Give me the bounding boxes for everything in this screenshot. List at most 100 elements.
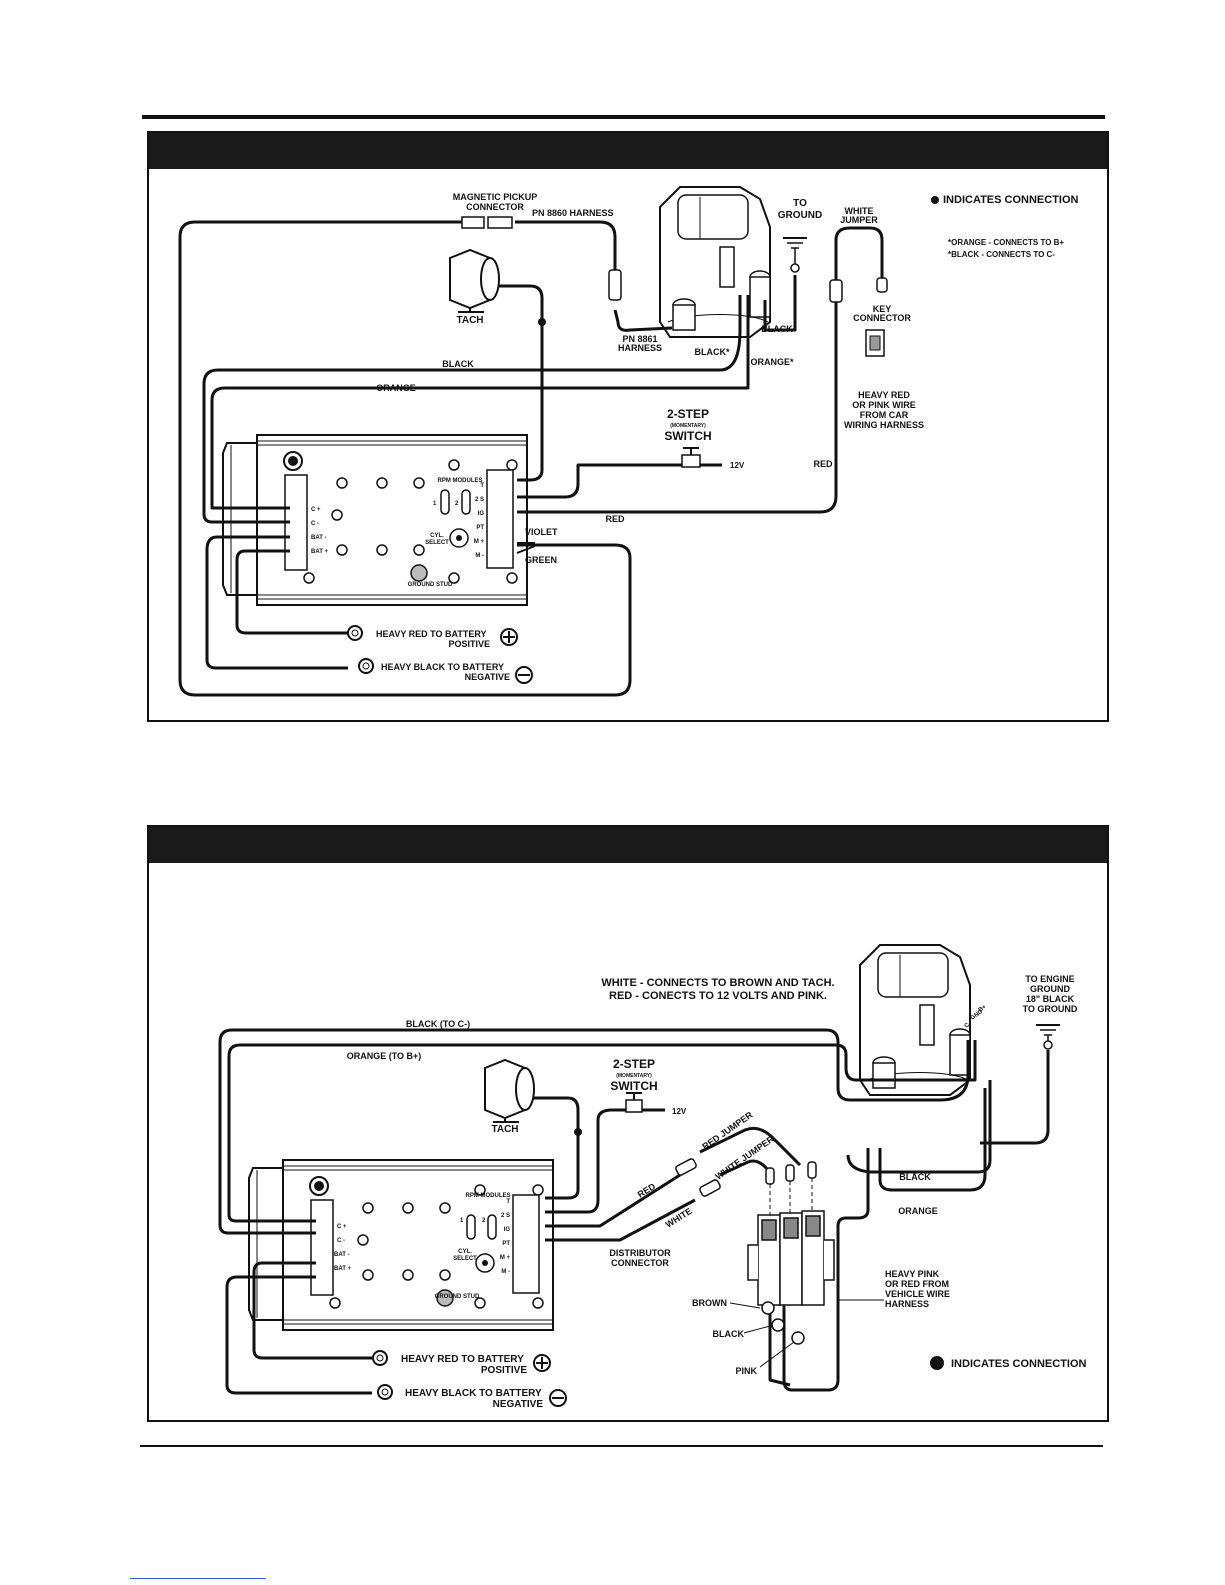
footer-link-underline[interactable] bbox=[130, 1578, 266, 1579]
svg-text:IG: IG bbox=[504, 1227, 511, 1233]
svg-text:OR PINK WIRE: OR PINK WIRE bbox=[852, 400, 916, 410]
svg-text:HARNESS: HARNESS bbox=[618, 343, 662, 353]
svg-text:GROUND: GROUND bbox=[1030, 984, 1070, 994]
tach-label-2: TACH bbox=[491, 1124, 518, 1135]
pn8861-label: PN 8861 bbox=[622, 334, 657, 344]
svg-text:2: 2 bbox=[482, 1218, 486, 1224]
brown-label: BROWN bbox=[692, 1298, 727, 1308]
heavy-red-pink-label: HEAVY RED bbox=[858, 390, 910, 400]
svg-text:1: 1 bbox=[460, 1218, 464, 1224]
figure-1-diagram: MAGNETIC PICKUP CONNECTOR PN 8860 HARNES… bbox=[178, 186, 1079, 697]
to-engine-ground-label: TO ENGINE bbox=[1025, 974, 1074, 984]
white-jumper-label: WHITE bbox=[845, 206, 874, 216]
two-step-label-2: 2-STEP bbox=[613, 1057, 655, 1071]
distributor-connector-label: DISTRIBUTOR bbox=[609, 1248, 671, 1258]
svg-text:2 S: 2 S bbox=[501, 1213, 510, 1219]
black-star-label: BLACK* bbox=[695, 347, 730, 357]
to-ground-label: TO bbox=[793, 198, 807, 209]
violet-label: VIOLET bbox=[525, 527, 558, 537]
svg-text:POSITIVE: POSITIVE bbox=[481, 1365, 527, 1376]
svg-text:GROUND: GROUND bbox=[778, 210, 822, 221]
distributor-1 bbox=[659, 186, 771, 338]
tach-1 bbox=[449, 248, 500, 313]
12v-label-2: 12V bbox=[672, 1107, 687, 1116]
svg-text:CONNECTOR: CONNECTOR bbox=[611, 1258, 669, 1268]
svg-text:JUMPER: JUMPER bbox=[840, 215, 878, 225]
note-white: WHITE - CONNECTS TO BROWN AND TACH. bbox=[601, 977, 834, 989]
svg-text:POSITIVE: POSITIVE bbox=[448, 639, 490, 649]
svg-text:SELECT: SELECT bbox=[425, 540, 449, 546]
heavy-pink-label: HEAVY PINK bbox=[885, 1269, 940, 1279]
svg-text:GROUND STUD: GROUND STUD bbox=[435, 1294, 480, 1300]
svg-text:BAT -: BAT - bbox=[311, 535, 327, 541]
bottom-rule bbox=[140, 1445, 1103, 1447]
figure-1-panel bbox=[147, 131, 1109, 722]
black-plug-label: BLACK bbox=[713, 1329, 745, 1339]
note-red: RED - CONECTS TO 12 VOLTS AND PINK. bbox=[609, 990, 827, 1002]
svg-text:RPM MODULES: RPM MODULES bbox=[466, 1193, 511, 1199]
heavy-black-battery-label-2: HEAVY BLACK TO BATTERY bbox=[405, 1388, 542, 1399]
black-coil-label: BLACK bbox=[761, 324, 793, 334]
svg-text:2 S: 2 S bbox=[475, 497, 484, 503]
svg-text:M +: M + bbox=[500, 1255, 511, 1261]
svg-text:BAT +: BAT + bbox=[311, 549, 329, 555]
svg-text:NEGATIVE: NEGATIVE bbox=[465, 672, 510, 682]
heavy-red-battery-label: HEAVY RED TO BATTERY bbox=[376, 629, 487, 639]
switch-label-2: SWITCH bbox=[610, 1079, 657, 1093]
red-label-2: RED bbox=[605, 514, 625, 524]
svg-text:M +: M + bbox=[474, 539, 485, 545]
svg-text:C-: C- bbox=[964, 1021, 973, 1030]
indicates-connection-label-2: INDICATES CONNECTION bbox=[951, 1358, 1087, 1370]
magnetic-pickup-label: MAGNETIC PICKUP bbox=[453, 192, 538, 202]
svg-text:SELECT: SELECT bbox=[453, 1256, 477, 1262]
svg-text:2: 2 bbox=[455, 501, 459, 507]
svg-text:GROUND STUD: GROUND STUD bbox=[408, 582, 453, 588]
svg-text:CONNECTOR: CONNECTOR bbox=[853, 313, 911, 323]
distributor-2 bbox=[859, 944, 971, 1096]
svg-text:RPM MODULES: RPM MODULES bbox=[438, 478, 483, 484]
pn8860-label: PN 8860 HARNESS bbox=[532, 208, 614, 218]
figure-2-diagram: WHITE - CONNECTS TO BROWN AND TACH. RED … bbox=[218, 944, 1087, 1410]
svg-text:BAT +: BAT + bbox=[334, 1266, 352, 1272]
red-label-1: RED bbox=[813, 459, 833, 469]
svg-text:VEHICLE WIRE: VEHICLE WIRE bbox=[885, 1289, 950, 1299]
svg-text:(MOMENTARY): (MOMENTARY) bbox=[616, 1073, 652, 1079]
pink-label: PINK bbox=[735, 1366, 757, 1376]
note-black: *BLACK - CONNECTS TO C- bbox=[948, 250, 1055, 259]
svg-text:HARNESS: HARNESS bbox=[885, 1299, 929, 1309]
svg-text:PT: PT bbox=[476, 525, 484, 531]
svg-text:(MOMENTARY): (MOMENTARY) bbox=[670, 423, 706, 429]
note-orange: *ORANGE - CONNECTS TO B+ bbox=[948, 238, 1064, 247]
orange-to-b-label: ORANGE (TO B+) bbox=[347, 1051, 422, 1061]
svg-text:T: T bbox=[506, 1199, 510, 1205]
svg-text:CONNECTOR: CONNECTOR bbox=[466, 202, 524, 212]
green-label: GREEN bbox=[525, 555, 557, 565]
black-to-c-label: BLACK (TO C-) bbox=[406, 1019, 470, 1029]
svg-text:C -: C - bbox=[337, 1238, 345, 1244]
key-connector-label: KEY bbox=[873, 304, 892, 314]
tach-label: TACH bbox=[456, 315, 483, 326]
heavy-red-battery-label-2: HEAVY RED TO BATTERY bbox=[401, 1354, 524, 1365]
black-label-fig2: BLACK bbox=[899, 1172, 931, 1182]
svg-text:CYL.: CYL. bbox=[458, 1249, 472, 1255]
svg-text:1: 1 bbox=[433, 501, 437, 507]
svg-text:BAT -: BAT - bbox=[334, 1252, 350, 1258]
svg-text:OR RED FROM: OR RED FROM bbox=[885, 1279, 949, 1289]
switch-label: SWITCH bbox=[664, 429, 711, 443]
svg-text:C +: C + bbox=[337, 1224, 347, 1230]
svg-text:C +: C + bbox=[311, 507, 321, 513]
svg-text:WIRING HARNESS: WIRING HARNESS bbox=[844, 420, 924, 430]
svg-text:B+: B+ bbox=[978, 1004, 988, 1014]
ignition-box-1 bbox=[222, 434, 528, 606]
orange-star-label: ORANGE* bbox=[750, 357, 794, 367]
top-rule bbox=[142, 115, 1105, 119]
tach-2 bbox=[484, 1058, 535, 1123]
svg-text:C -: C - bbox=[311, 521, 319, 527]
svg-text:M -: M - bbox=[501, 1269, 510, 1275]
svg-text:NEGATIVE: NEGATIVE bbox=[493, 1399, 544, 1410]
12v-label: 12V bbox=[730, 461, 745, 470]
figure-2-header bbox=[149, 827, 1107, 863]
svg-text:FROM CAR: FROM CAR bbox=[860, 410, 909, 420]
svg-text:TO GROUND: TO GROUND bbox=[1023, 1004, 1078, 1014]
